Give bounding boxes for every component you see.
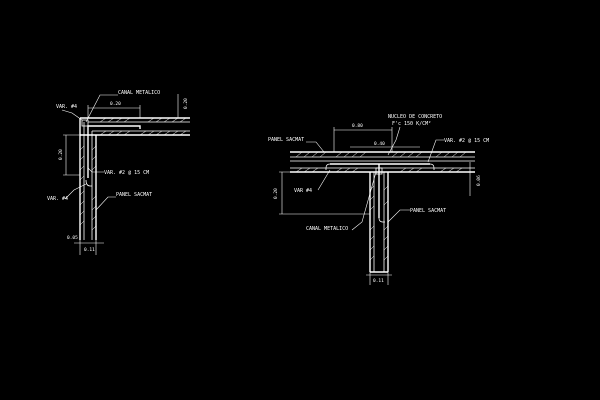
left-dim-left: 0.20 (58, 149, 64, 160)
left-dim-right: 0.20 (183, 98, 189, 109)
right-label-panel-top: PANEL SACMAT (268, 137, 304, 143)
left-hatch-horizontal (99, 117, 187, 136)
right-label-nucleo-1: NUCLEO DE CONCRETO (388, 114, 442, 120)
right-dim-bottom: 0.11 (373, 278, 384, 284)
right-dim-right: 0.06 (476, 175, 482, 186)
left-rebar-hook (85, 179, 92, 187)
left-corner-detail: 0.20 0.20 0.20 0.05 0.11 CANAL METALICO … (47, 90, 190, 255)
left-dim-bottom-a: 0.05 (67, 235, 78, 241)
left-leader-canal (85, 94, 118, 123)
left-canal-metalico (81, 119, 89, 127)
right-label-panel-bottom: PANEL SACMAT (410, 208, 446, 214)
left-dim-top: 0.20 (110, 101, 121, 107)
right-label-var-n2: VAR. #2 @ 15 CM (444, 138, 489, 144)
right-label-canal-metalico: CANAL METALICO (306, 226, 348, 232)
right-label-nucleo-2: F'c 150 K/CM² (392, 121, 431, 127)
right-dim-top: 0.80 (352, 123, 363, 129)
left-label-panel: PANEL SACMAT (116, 192, 152, 198)
left-label-canal-metalico: CANAL METALICO (118, 90, 160, 96)
right-hatch-vertical (369, 185, 389, 261)
left-label-var-top: VAR. #4 (56, 104, 77, 110)
left-rebar (87, 125, 141, 178)
left-hatch-vertical (79, 145, 97, 231)
right-canal-metalico (375, 167, 383, 175)
right-tee-detail: 0.80 0.40 0.20 0.06 0.11 NUCLEO DE CONCR… (268, 114, 489, 285)
right-hatch-horizontal (295, 151, 467, 173)
right-dim-mid: 0.40 (374, 141, 385, 147)
right-label-var-4: VAR #4 (294, 188, 312, 194)
left-dim-bottom-b: 0.11 (84, 247, 95, 253)
right-dim-left: 0.20 (273, 188, 279, 199)
left-label-var-side: VAR. #4 (47, 196, 68, 202)
left-label-var-n2: VAR. #2 @ 15 CM (104, 170, 149, 176)
